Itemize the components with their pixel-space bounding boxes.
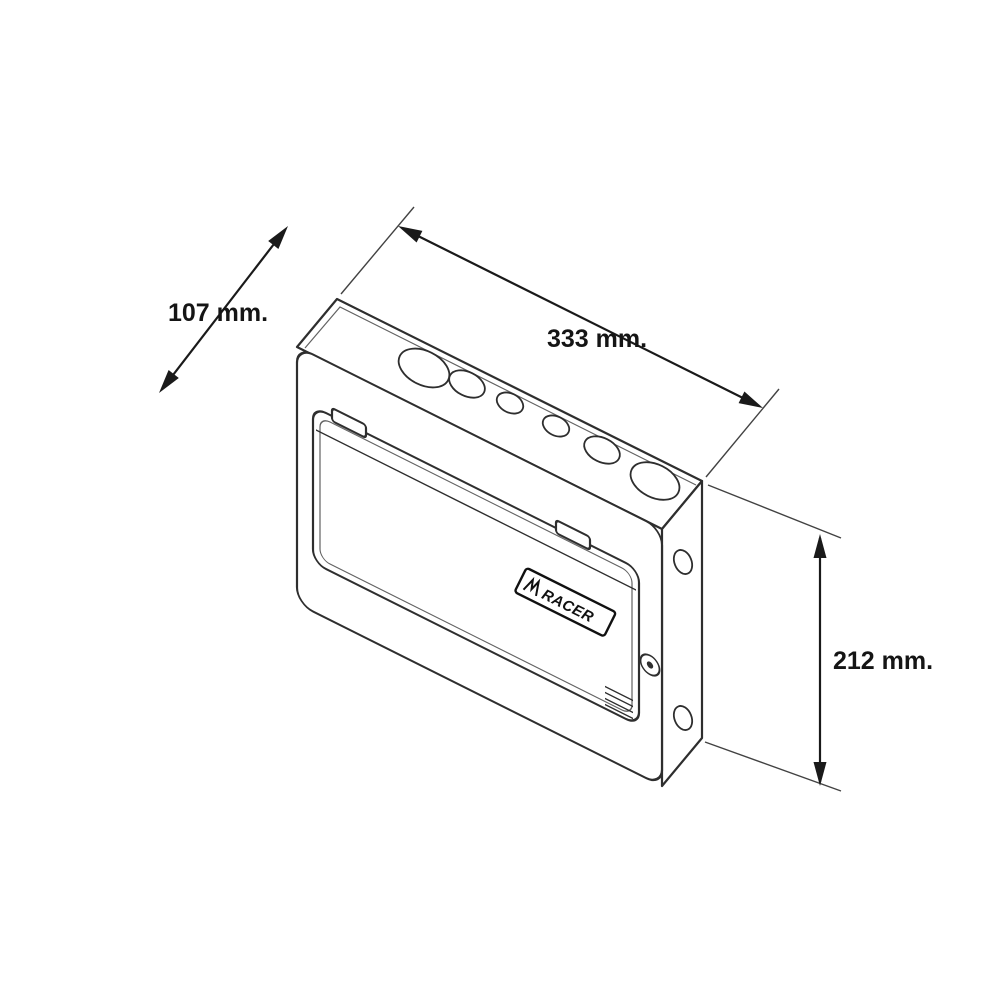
lock-pin — [646, 661, 654, 669]
side-face — [660, 479, 704, 788]
arrowhead-left-icon — [398, 226, 423, 243]
door-top-seam — [316, 429, 636, 591]
lock — [639, 653, 661, 677]
door-panel — [311, 407, 641, 722]
front-face — [295, 351, 664, 782]
enclosure-box: RACER — [295, 297, 704, 788]
arrowhead-right-icon — [738, 391, 763, 408]
arrowhead-up-icon — [268, 226, 288, 249]
door-outline — [311, 410, 641, 722]
knockout-hole — [397, 347, 451, 389]
top-face — [295, 297, 704, 531]
depth-dimension-label: 107 mm. — [168, 299, 268, 327]
knockout-hole — [583, 435, 621, 465]
width-extension-line-right — [705, 388, 780, 478]
dimension-height: 212 mm. — [704, 484, 933, 792]
hinge — [330, 407, 368, 439]
knockout-holes — [397, 347, 681, 501]
knockout-hole — [495, 391, 525, 415]
width-dimension-label: 333 mm. — [547, 325, 647, 353]
knockout-hole — [629, 461, 681, 501]
height-extension-line-top — [707, 484, 842, 539]
logo-frame — [514, 567, 617, 637]
width-dimension-line — [401, 227, 760, 407]
mounting-hole — [672, 705, 694, 731]
height-extension-line-bottom — [704, 741, 842, 792]
knockout-hole — [448, 369, 486, 399]
depth-dimension-line — [162, 230, 285, 389]
width-extension-line-left — [340, 206, 415, 295]
mounting-hole — [672, 549, 694, 575]
hinge — [554, 519, 592, 551]
arrowhead-up-icon — [813, 534, 827, 558]
arrowhead-down-icon — [813, 762, 827, 786]
vent-slots — [605, 685, 633, 720]
racer-logo: RACER — [514, 567, 617, 637]
dimension-depth: 107 mm. — [159, 226, 288, 393]
height-dimension-label: 212 mm. — [833, 647, 933, 675]
lid-seam-line — [304, 306, 697, 486]
side-face-outline — [660, 479, 704, 788]
dimension-width: 333 mm. — [340, 206, 780, 478]
knockout-hole — [541, 414, 571, 438]
racer-logo-mark-icon — [522, 576, 541, 597]
arrowhead-down-icon — [159, 370, 179, 393]
door-inner-line — [319, 420, 633, 712]
